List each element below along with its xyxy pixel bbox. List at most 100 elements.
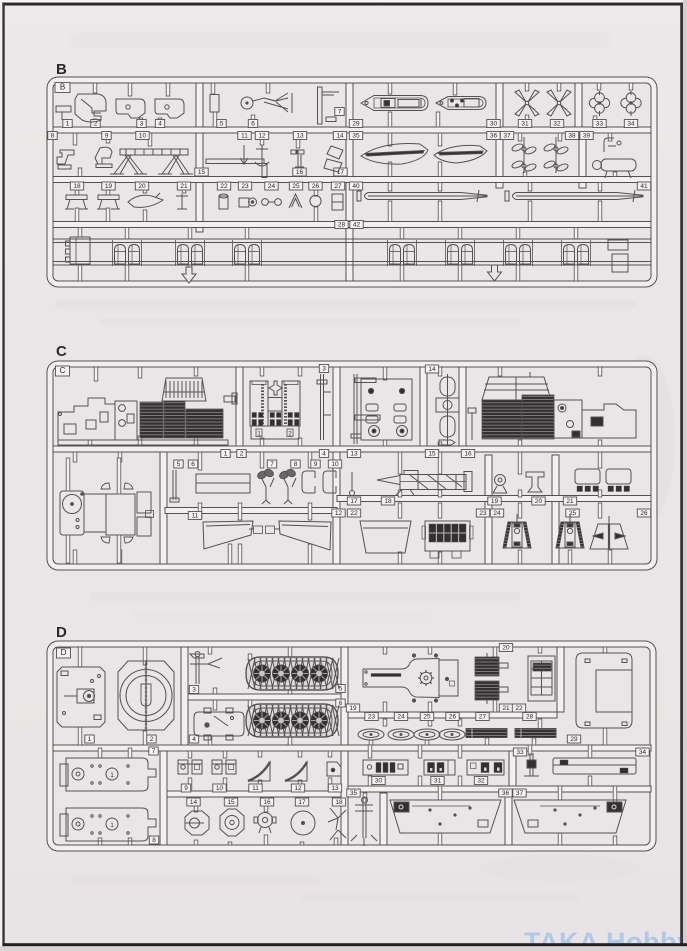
- svg-text:B: B: [60, 83, 65, 92]
- svg-text:23: 23: [241, 183, 249, 190]
- svg-text:20: 20: [138, 183, 146, 190]
- svg-text:29: 29: [352, 121, 360, 128]
- svg-text:29: 29: [570, 736, 578, 743]
- svg-text:19: 19: [105, 183, 113, 190]
- svg-text:1: 1: [257, 432, 261, 438]
- svg-text:23: 23: [479, 510, 487, 517]
- svg-text:37: 37: [516, 790, 524, 797]
- svg-text:24: 24: [268, 183, 276, 190]
- svg-text:D: D: [61, 648, 67, 657]
- svg-text:21: 21: [502, 705, 510, 712]
- svg-text:12: 12: [335, 510, 343, 517]
- svg-text:8: 8: [294, 461, 298, 468]
- svg-text:34: 34: [639, 749, 647, 756]
- svg-text:1: 1: [66, 121, 70, 128]
- svg-text:32: 32: [477, 778, 485, 785]
- svg-text:24: 24: [397, 714, 405, 721]
- svg-text:14: 14: [336, 133, 344, 140]
- svg-text:8: 8: [152, 837, 156, 844]
- svg-text:16: 16: [464, 451, 472, 458]
- svg-text:26: 26: [640, 510, 648, 517]
- svg-text:36: 36: [502, 790, 510, 797]
- svg-text:28: 28: [338, 222, 346, 229]
- svg-text:B: B: [56, 61, 67, 78]
- svg-text:30: 30: [375, 778, 383, 785]
- svg-text:31: 31: [434, 778, 442, 785]
- svg-text:2: 2: [288, 432, 292, 438]
- svg-text:9: 9: [314, 461, 318, 468]
- svg-text:3: 3: [192, 687, 196, 694]
- svg-text:11: 11: [192, 513, 199, 520]
- svg-text:17: 17: [350, 498, 358, 505]
- svg-text:21: 21: [180, 183, 188, 190]
- svg-text:36: 36: [490, 133, 498, 140]
- svg-text:31: 31: [521, 121, 529, 128]
- svg-text:18: 18: [384, 498, 392, 505]
- svg-text:23: 23: [368, 714, 376, 721]
- svg-text:19: 19: [349, 705, 357, 712]
- svg-text:15: 15: [198, 169, 206, 176]
- svg-text:13: 13: [296, 133, 304, 140]
- svg-text:16: 16: [296, 169, 304, 176]
- svg-text:25: 25: [423, 714, 431, 721]
- svg-text:8: 8: [51, 133, 55, 140]
- svg-text:11: 11: [252, 785, 259, 792]
- svg-text:5: 5: [220, 121, 224, 128]
- svg-text:27: 27: [479, 714, 487, 721]
- svg-text:12: 12: [258, 133, 266, 140]
- svg-text:7: 7: [338, 109, 342, 116]
- svg-text:19: 19: [491, 498, 499, 505]
- svg-text:6: 6: [251, 121, 255, 128]
- svg-text:32: 32: [553, 121, 561, 128]
- svg-text:10: 10: [139, 133, 147, 140]
- svg-text:18: 18: [335, 799, 343, 806]
- svg-text:26: 26: [312, 183, 320, 190]
- svg-text:21: 21: [566, 498, 574, 505]
- svg-text:15: 15: [227, 799, 235, 806]
- svg-text:9: 9: [184, 785, 188, 792]
- svg-text:4: 4: [192, 736, 196, 743]
- svg-text:42: 42: [353, 222, 361, 229]
- svg-text:13: 13: [331, 785, 339, 792]
- svg-text:33: 33: [516, 749, 524, 756]
- svg-text:5: 5: [177, 461, 181, 468]
- svg-text:2: 2: [94, 121, 98, 128]
- svg-text:38: 38: [568, 133, 576, 140]
- svg-text:14: 14: [428, 366, 436, 373]
- svg-text:15: 15: [428, 451, 436, 458]
- svg-text:9: 9: [105, 133, 109, 140]
- svg-text:30: 30: [490, 121, 498, 128]
- svg-text:39: 39: [583, 133, 591, 140]
- svg-text:20: 20: [535, 498, 543, 505]
- svg-text:6: 6: [339, 700, 343, 707]
- svg-text:4: 4: [158, 121, 162, 128]
- svg-text:33: 33: [596, 121, 604, 128]
- svg-text:34: 34: [627, 121, 635, 128]
- svg-text:22: 22: [220, 183, 228, 190]
- svg-text:17: 17: [298, 799, 306, 806]
- svg-text:41: 41: [640, 183, 648, 190]
- svg-text:10: 10: [216, 785, 224, 792]
- svg-text:3: 3: [140, 121, 144, 128]
- svg-text:35: 35: [350, 790, 358, 797]
- svg-text:6: 6: [191, 461, 195, 468]
- svg-text:26: 26: [449, 714, 457, 721]
- svg-text:3: 3: [322, 366, 326, 373]
- svg-text:37: 37: [503, 133, 511, 140]
- svg-text:7: 7: [270, 461, 274, 468]
- svg-text:27: 27: [334, 183, 342, 190]
- svg-text:1: 1: [224, 451, 228, 458]
- svg-text:C: C: [56, 343, 67, 360]
- svg-text:22: 22: [515, 705, 523, 712]
- svg-text:1: 1: [110, 773, 114, 779]
- svg-text:25: 25: [569, 510, 577, 517]
- svg-text:1: 1: [88, 736, 92, 743]
- svg-text:28: 28: [526, 714, 534, 721]
- svg-text:10: 10: [331, 461, 339, 468]
- svg-text:2: 2: [150, 736, 154, 743]
- svg-text:40: 40: [352, 183, 360, 190]
- svg-text:24: 24: [493, 510, 501, 517]
- svg-text:7: 7: [152, 748, 156, 755]
- svg-text:13: 13: [350, 451, 358, 458]
- svg-text:12: 12: [294, 785, 302, 792]
